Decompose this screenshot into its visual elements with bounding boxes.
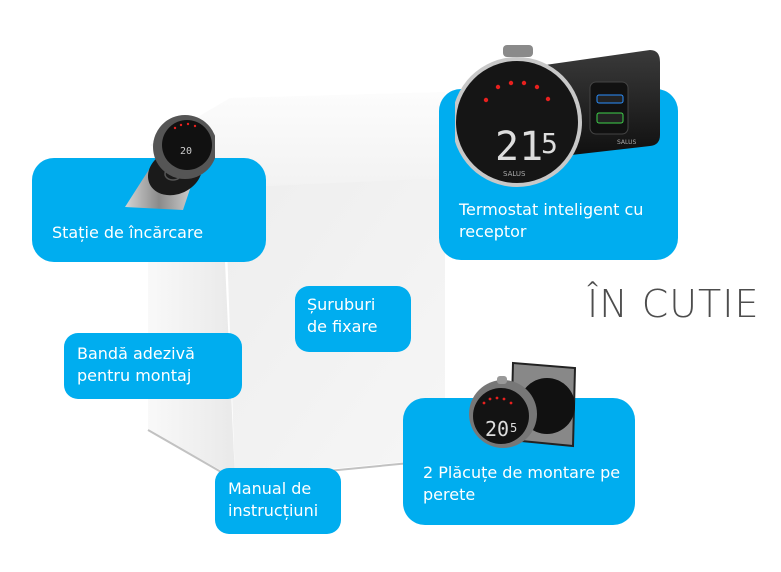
thermostat-brand: SALUS bbox=[503, 170, 526, 178]
page-title: ÎN CUTIE bbox=[587, 282, 760, 326]
item-adhesive-tape: Bandă adezivă pentru montaj bbox=[64, 333, 242, 399]
item-screws: Șuruburi de fixare bbox=[295, 286, 411, 352]
item-label: Termostat inteligent cu receptor bbox=[459, 200, 644, 241]
thermostat-receiver-image: SALUS 21 5 SALUS bbox=[455, 45, 660, 187]
temperature-main: 21 bbox=[495, 124, 543, 170]
temperature-decimal: 5 bbox=[541, 127, 558, 160]
item-label: Stație de încărcare bbox=[52, 223, 204, 242]
item-label: Manual de instrucțiuni bbox=[228, 479, 319, 520]
item-charging-station: Stație de încărcare bbox=[32, 158, 266, 262]
receiver-brand: SALUS bbox=[617, 139, 636, 146]
item-label: Bandă adezivă pentru montaj bbox=[77, 344, 195, 385]
wall-plate-image: 20 5 bbox=[469, 361, 577, 448]
charging-station-image: 20 bbox=[125, 115, 215, 210]
small-display-main: 20 bbox=[485, 417, 509, 441]
item-label: 2 Plăcuțe de montare pe perete bbox=[423, 463, 621, 504]
item-manual: Manual de instrucțiuni bbox=[215, 468, 341, 534]
temperature-led-arc bbox=[483, 80, 551, 103]
svg-text:20: 20 bbox=[180, 146, 192, 157]
small-display-decimal: 5 bbox=[510, 421, 517, 435]
item-label: Șuruburi de fixare bbox=[307, 295, 378, 336]
